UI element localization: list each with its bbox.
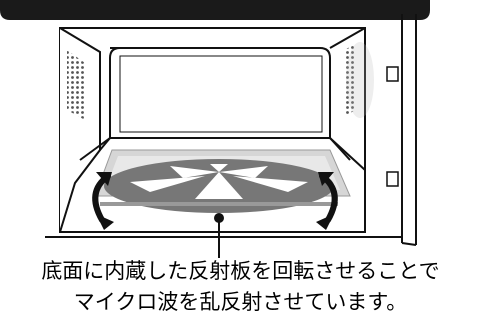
- caption-line-2: マイクロ波を乱反射させています。: [73, 290, 408, 314]
- rotation-arrow-left-head: [96, 172, 112, 186]
- cabinet-frame: [45, 14, 417, 246]
- leader-dot: [214, 213, 224, 223]
- left-vent-grille: [67, 50, 85, 120]
- caption: 底面に内蔵した反射板を回転させることで マイクロ波を乱反射させています。: [0, 256, 481, 318]
- door-latch-bottom: [386, 171, 399, 187]
- door-latch-top: [386, 66, 399, 82]
- header-banner: [0, 0, 430, 20]
- right-vent-grille: [344, 44, 356, 116]
- caption-line-1: 底面に内蔵した反射板を回転させることで: [41, 259, 440, 283]
- right-vent-shadow: [346, 42, 374, 118]
- reflector-plate: [100, 159, 338, 213]
